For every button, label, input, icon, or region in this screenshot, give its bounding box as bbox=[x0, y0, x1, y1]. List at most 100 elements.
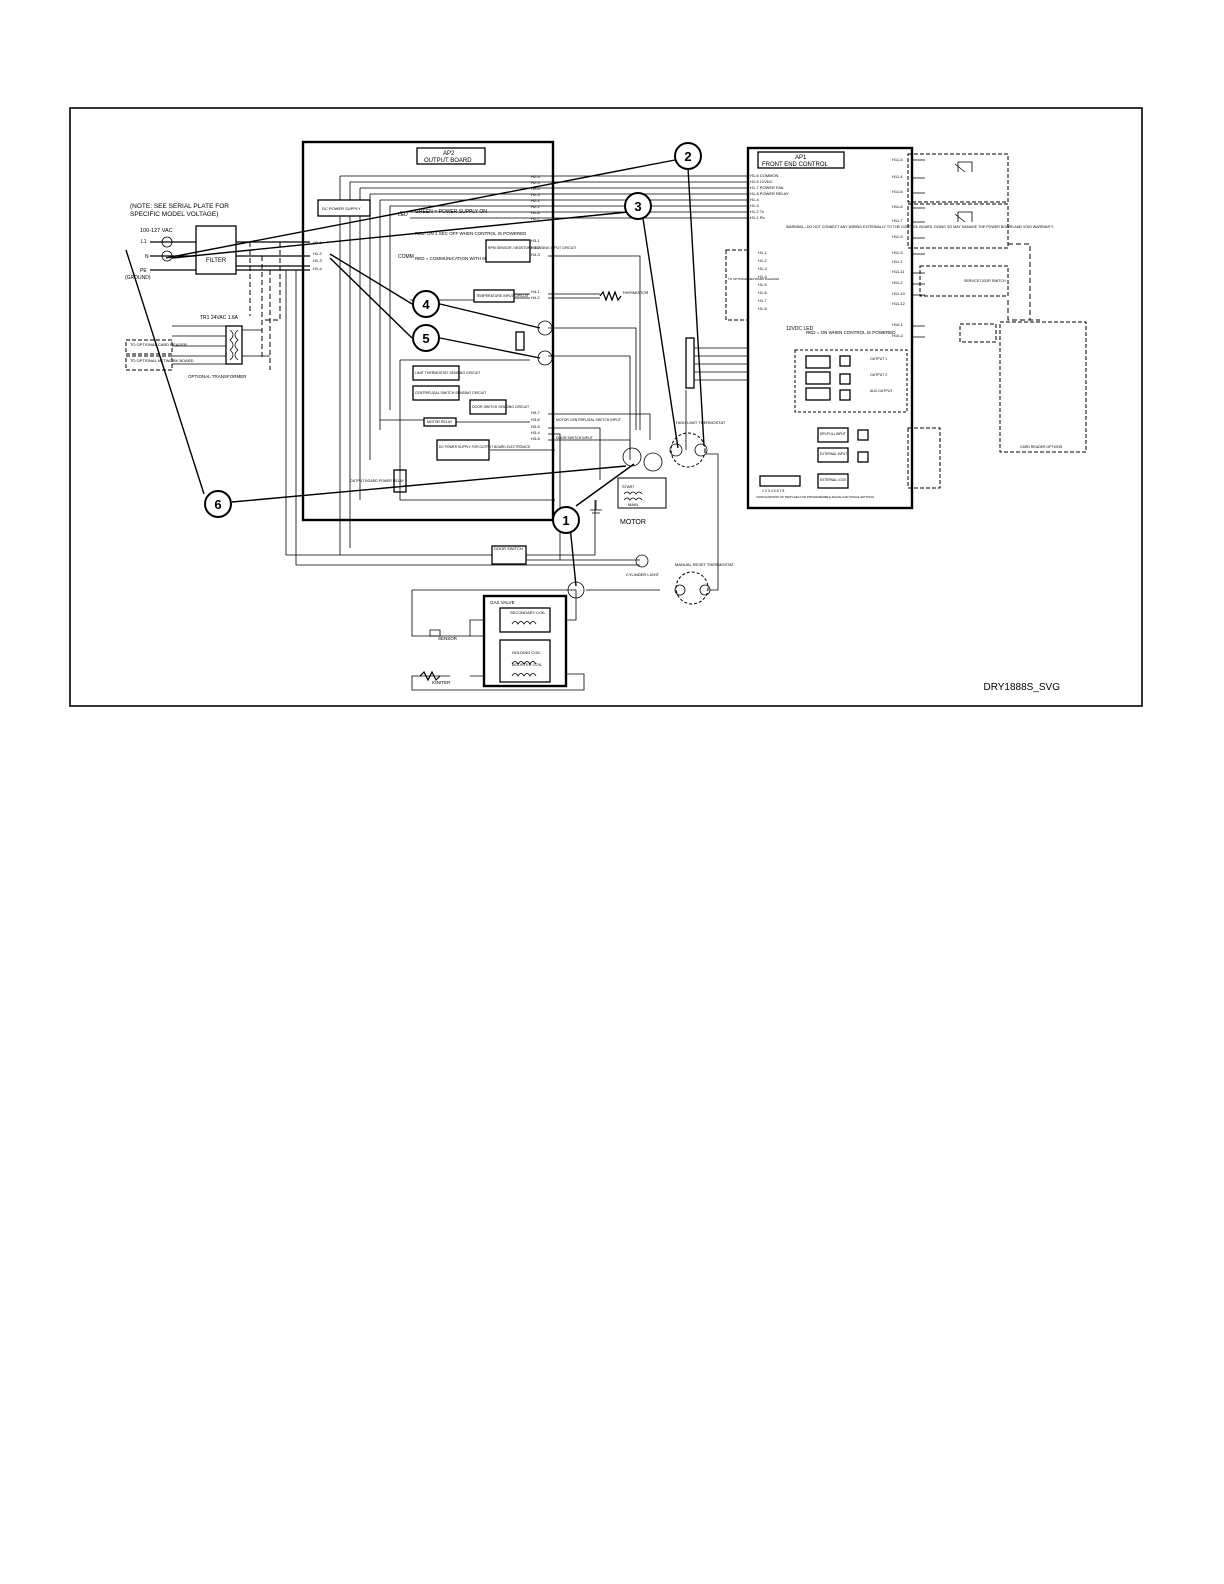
ap1-subtitle: FRONT END CONTROL bbox=[762, 162, 829, 168]
callout-3: 3 bbox=[624, 192, 652, 220]
ap1-right-pin: H11-7 bbox=[892, 218, 903, 223]
ap2-pin: H3-8 bbox=[531, 436, 540, 441]
ap2-pin: H3-5 bbox=[531, 424, 540, 429]
door-switch-label: DOOR SWITCH bbox=[494, 546, 523, 551]
l1-label: L1 bbox=[141, 239, 147, 245]
gas-valve-section: GAS VALVE SECONDARY COIL HOLDING COIL BO… bbox=[411, 581, 585, 691]
cylinder-light bbox=[635, 554, 649, 568]
motor-ferrite bbox=[622, 447, 642, 467]
motor-label: MOTOR bbox=[620, 519, 646, 526]
manual-reset-label: MANUAL RESET THERMOSTAT bbox=[675, 562, 734, 567]
manual-reset-thermostat bbox=[675, 571, 709, 605]
cylinder-light-label: CYLINDER LIGHT bbox=[626, 572, 660, 577]
ap1-pin: H1-5 12VDC bbox=[750, 179, 773, 184]
ap2-pin: H2-2 bbox=[531, 198, 540, 203]
sensor-symbol bbox=[429, 629, 441, 637]
ap2-pin: H2-5 bbox=[531, 180, 540, 185]
voltage-note-2: SPECIFIC MODEL VOLTAGE) bbox=[130, 211, 218, 218]
door-circuit bbox=[469, 399, 507, 415]
limit-circuit bbox=[412, 365, 460, 381]
dc-output-supply bbox=[436, 439, 490, 461]
ap1-io-pin: H1-8 bbox=[758, 306, 767, 311]
ap1-io-pin: H1-3 bbox=[758, 266, 767, 271]
ap2-pin: H1-1 bbox=[313, 240, 322, 245]
motor-centrifugal-input: MOTOR CENTRIFUGAL SWITCH INPUT bbox=[556, 418, 622, 422]
comm-label: COMM bbox=[398, 254, 414, 260]
ap1-right-pin: H11-4 bbox=[892, 174, 903, 179]
ap2-pin: H2-7 bbox=[531, 216, 540, 221]
network-diagram-box bbox=[725, 249, 749, 321]
ap2-pin: H2-4 bbox=[531, 186, 540, 191]
input-2-label: EXTERNAL INPUT bbox=[820, 452, 847, 456]
ap1-right-pin: H11-8 bbox=[892, 204, 903, 209]
service-door-label: SERVICE DOOR SWITCH bbox=[964, 279, 1006, 283]
callout-6-label: 6 bbox=[214, 497, 221, 512]
ap2-pin: H3-6 bbox=[531, 417, 540, 422]
pe-label: PE bbox=[140, 268, 147, 274]
temp-circuit-label: TEMPERATURE INPUT CIRCUIT bbox=[476, 294, 530, 298]
service-door-box bbox=[919, 265, 1009, 297]
ap1-right-pin: H11-6 bbox=[892, 189, 903, 194]
ap1-left-pins: H1-6 COMMON H1-5 12VDC H1-7 POWER FAIL H… bbox=[750, 173, 789, 220]
callout-4-label: 4 bbox=[422, 297, 430, 312]
ap2-pin: H1-2 bbox=[313, 251, 322, 256]
input-3 bbox=[817, 473, 849, 489]
input-1-label: DRY/FULL INPUT bbox=[820, 432, 846, 436]
output-2-label: OUTPUT 2 bbox=[870, 373, 887, 377]
ap1-pin: H1-8 POWER RELAY bbox=[750, 191, 789, 196]
opto-2 bbox=[857, 451, 869, 463]
ap1-pin: H1-3 bbox=[750, 203, 759, 208]
start-label: START bbox=[622, 484, 635, 489]
ap1-io-pin: H1-5 bbox=[758, 282, 767, 287]
booster-coil-label: BOOSTER COIL bbox=[512, 662, 543, 667]
card-reader-options-box bbox=[999, 321, 1087, 453]
high-limit-terminal-1 bbox=[669, 443, 683, 457]
ap2-pin: H4-2 bbox=[531, 295, 540, 300]
ap2-pin: H3-1 bbox=[531, 238, 540, 243]
ap1-io-pin: H1-2 bbox=[758, 258, 767, 263]
ap2-connector-pins: H2-6 H2-5 H2-4 H2-3 H2-2 H2-1 H2-8 H2-7 … bbox=[313, 174, 540, 441]
ferrite-5 bbox=[537, 350, 553, 366]
ap1-right-pin: H11-12 bbox=[892, 301, 906, 306]
led-label: LED bbox=[398, 212, 408, 218]
ap2-pin: H1-4 bbox=[313, 266, 322, 271]
card-reader-label: TO OPTIONAL CARD READER bbox=[130, 342, 187, 347]
callout-5: 5 bbox=[412, 324, 440, 352]
thermistor-label: THERMISTOR bbox=[622, 290, 648, 295]
n-label: N bbox=[145, 254, 149, 260]
ap1-output-block bbox=[794, 349, 908, 413]
callout-5-label: 5 bbox=[422, 331, 429, 346]
secondary-coil-label: SECONDARY COIL bbox=[510, 610, 546, 615]
card-reader-options-label: CARD READER OPTIONS bbox=[1020, 445, 1063, 449]
ap1-io-pin: H1-7 bbox=[758, 298, 767, 303]
ecoin-box bbox=[959, 323, 997, 343]
holding-coil-label: HOLDING COIL bbox=[512, 650, 541, 655]
extra-input-box bbox=[907, 427, 941, 489]
callout-2-label: 2 bbox=[684, 149, 691, 164]
relay-3 bbox=[839, 389, 851, 401]
ap1-right-pin: H11-5 bbox=[892, 157, 903, 162]
ap1-outline bbox=[746, 146, 914, 510]
output-1 bbox=[805, 355, 831, 369]
transformer bbox=[225, 325, 243, 365]
opto-1 bbox=[857, 429, 869, 441]
ap2-pin: H2-3 bbox=[531, 192, 540, 197]
callout-2: 2 bbox=[674, 142, 702, 170]
input-1 bbox=[817, 427, 849, 443]
callout-6: 6 bbox=[204, 490, 232, 518]
ap1-io-pin: H1-4 bbox=[758, 274, 767, 279]
motor-relay-label: MOTOR RELAY bbox=[427, 420, 453, 424]
motor-box bbox=[617, 477, 667, 509]
led-red: RED: ON 1 SEC OFF WHEN CONTROL IS POWERE… bbox=[415, 231, 527, 236]
ap1-io-pins: H1-1 H1-2 H1-3 H1-4 H1-5 H1-6 H1-7 H1-8 bbox=[758, 250, 767, 311]
dc-power-supply bbox=[317, 199, 371, 217]
ap2-output-board: AP2 OUTPUT BOARD DC POWER SUPPLY LED GRE… bbox=[301, 140, 748, 561]
input-2 bbox=[817, 447, 849, 463]
callout-3-label: 3 bbox=[634, 199, 641, 214]
ap1-right-pin: H11-10 bbox=[892, 291, 906, 296]
output-relay-label: OUTPUT BOARD POWER RELAY bbox=[350, 479, 405, 483]
motor-section: START MAIN MOTOR HIGH LIMIT THERMOSTAT D… bbox=[285, 270, 748, 605]
ap1-pin: H1-2 Tx bbox=[750, 209, 764, 214]
led-power: GREEN = POWER SUPPLY ON bbox=[415, 209, 487, 215]
